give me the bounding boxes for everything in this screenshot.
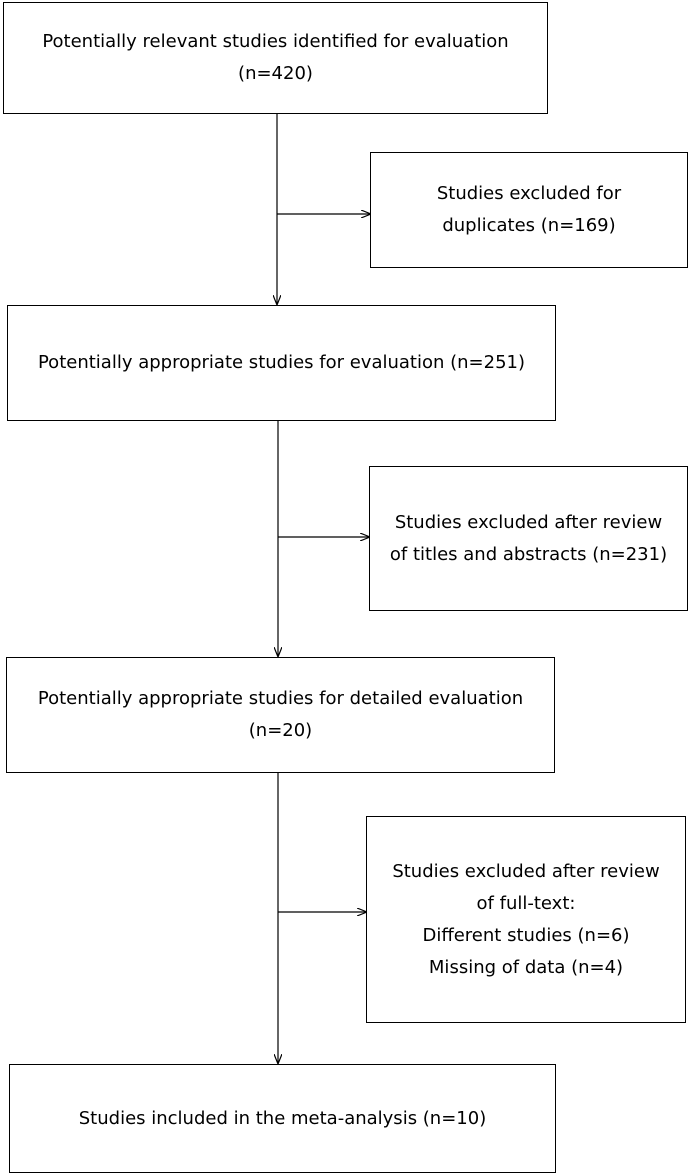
detailed-line1: Potentially appropriate studies for deta…: [37, 688, 524, 709]
appropriate-line1: Potentially appropriate studies for eval…: [37, 352, 526, 373]
box-excluded-duplicates: Studies excluded for duplicates (n=169): [370, 152, 688, 268]
excluded-titles-line2: of titles and abstracts (n=231): [389, 543, 668, 565]
included-line1: Studies included in the meta-analysis (n…: [78, 1107, 487, 1129]
box-excluded-fulltext: Studies excluded after review of full-te…: [366, 816, 686, 1023]
identified-line2: (n=420): [238, 63, 313, 84]
excluded-titles-line1: Studies excluded after review: [394, 511, 663, 533]
box-included-studies: Studies included in the meta-analysis (n…: [9, 1064, 556, 1173]
box-detailed-evaluation: Potentially appropriate studies for deta…: [6, 657, 555, 773]
excluded-fulltext-line3: Different studies (n=6): [422, 924, 630, 946]
box-excluded-titles-abstracts: Studies excluded after review of titles …: [369, 466, 688, 611]
excluded-fulltext-line4: Missing of data (n=4): [428, 956, 624, 978]
excluded-duplicates-line2: duplicates (n=169): [442, 215, 616, 236]
excluded-fulltext-line1: Studies excluded after review: [392, 860, 660, 882]
box-appropriate-studies: Potentially appropriate studies for eval…: [7, 305, 556, 421]
box-identified-studies: Potentially relevant studies identified …: [3, 2, 548, 114]
detailed-line2: (n=20): [248, 720, 313, 741]
identified-line1: Potentially relevant studies identified …: [42, 31, 509, 52]
excluded-fulltext-line2: of full-text:: [476, 892, 576, 914]
excluded-duplicates-line1: Studies excluded for: [436, 183, 622, 204]
